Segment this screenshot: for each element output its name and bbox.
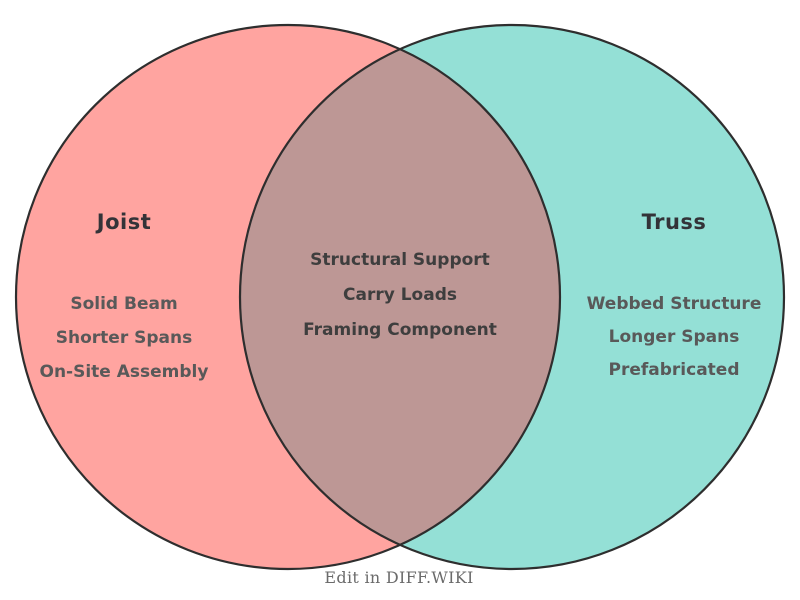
overlap-item: Carry Loads <box>343 285 457 305</box>
truss-item: Prefabricated <box>609 360 740 380</box>
truss-title: Truss <box>642 210 707 234</box>
truss-item: Webbed Structure <box>587 294 762 314</box>
overlap-region <box>240 49 560 545</box>
truss-circle-outline <box>238 23 786 571</box>
joist-item: On-Site Assembly <box>40 362 209 382</box>
diffwiki-credit-link[interactable]: Edit in DIFF.WIKI <box>324 568 473 587</box>
overlap-item: Structural Support <box>310 250 490 270</box>
joist-circle-outline <box>14 23 562 571</box>
overlap-item: Framing Component <box>303 320 497 340</box>
truss-item: Longer Spans <box>609 327 740 347</box>
joist-item: Solid Beam <box>70 294 177 314</box>
joist-item: Shorter Spans <box>56 328 192 348</box>
joist-title: Joist <box>95 210 151 234</box>
